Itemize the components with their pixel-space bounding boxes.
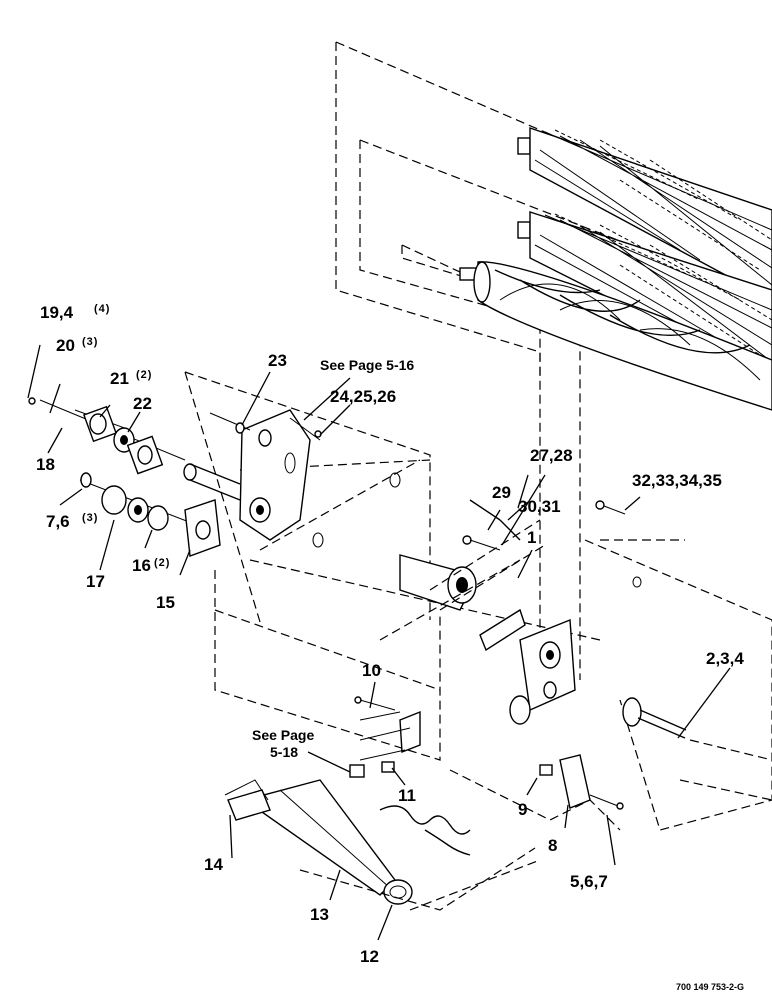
callout-32-35: 32,33,34,35 bbox=[632, 471, 722, 490]
callout-27-28: 27,28 bbox=[530, 446, 573, 465]
callout-21-qty: (2) bbox=[136, 369, 152, 381]
callout-12: 12 bbox=[360, 947, 379, 966]
conditioner-rolls bbox=[335, 41, 772, 680]
bearing-assembly-upper bbox=[28, 397, 241, 501]
callout-22: 22 bbox=[133, 394, 152, 413]
callout-labels: 19,4 (4) 20 (3) 21 (2) 22 18 7,6 (3) 17 … bbox=[36, 303, 744, 992]
upper-roll bbox=[517, 127, 772, 301]
bearing-assembly-lower bbox=[79, 472, 221, 557]
callout-19-4: 19,4 bbox=[40, 303, 74, 322]
callout-29: 29 bbox=[492, 483, 511, 502]
callout-1: 1 bbox=[527, 528, 536, 547]
callout-8: 8 bbox=[548, 836, 557, 855]
callout-5-6-7: 5,6,7 bbox=[570, 872, 608, 891]
callout-11: 11 bbox=[398, 786, 416, 805]
callout-13: 13 bbox=[310, 905, 329, 924]
callout-15: 15 bbox=[156, 593, 175, 612]
see-page-5-18-line1: See Page bbox=[252, 727, 314, 743]
callout-17: 17 bbox=[86, 572, 105, 591]
callout-2-3-4: 2,3,4 bbox=[706, 649, 744, 668]
center-shaft bbox=[379, 499, 546, 652]
leader-lines bbox=[27, 344, 731, 941]
drawing-number: 700 149 753-2-G bbox=[676, 982, 744, 992]
callout-24-25-26: 24,25,26 bbox=[330, 387, 396, 406]
callout-30-31: 30,31 bbox=[518, 497, 561, 516]
right-bearing-plate bbox=[509, 618, 687, 739]
callout-20-qty: (3) bbox=[82, 336, 98, 348]
callout-18: 18 bbox=[36, 455, 55, 474]
callout-20: 20 bbox=[56, 336, 75, 355]
callout-14: 14 bbox=[204, 855, 223, 874]
bracket-8 bbox=[539, 754, 624, 810]
callout-7-6-qty: (3) bbox=[82, 512, 98, 524]
callout-23: 23 bbox=[268, 351, 287, 370]
upper-bearing-plate bbox=[209, 409, 321, 541]
spring-and-tube-assembly bbox=[224, 710, 541, 911]
callout-16: 16 bbox=[132, 556, 151, 575]
lower-roll bbox=[459, 261, 772, 411]
hardware-bolts bbox=[314, 430, 626, 711]
callout-19-4-qty: (4) bbox=[94, 303, 110, 315]
callout-16-qty: (2) bbox=[154, 557, 170, 569]
see-page-5-16: See Page 5-16 bbox=[320, 357, 414, 373]
callout-10: 10 bbox=[362, 661, 381, 680]
callout-9: 9 bbox=[518, 800, 527, 819]
callout-7-6: 7,6 bbox=[46, 512, 70, 531]
callout-21: 21 bbox=[110, 369, 129, 388]
see-page-5-18-line2: 5-18 bbox=[270, 744, 298, 760]
